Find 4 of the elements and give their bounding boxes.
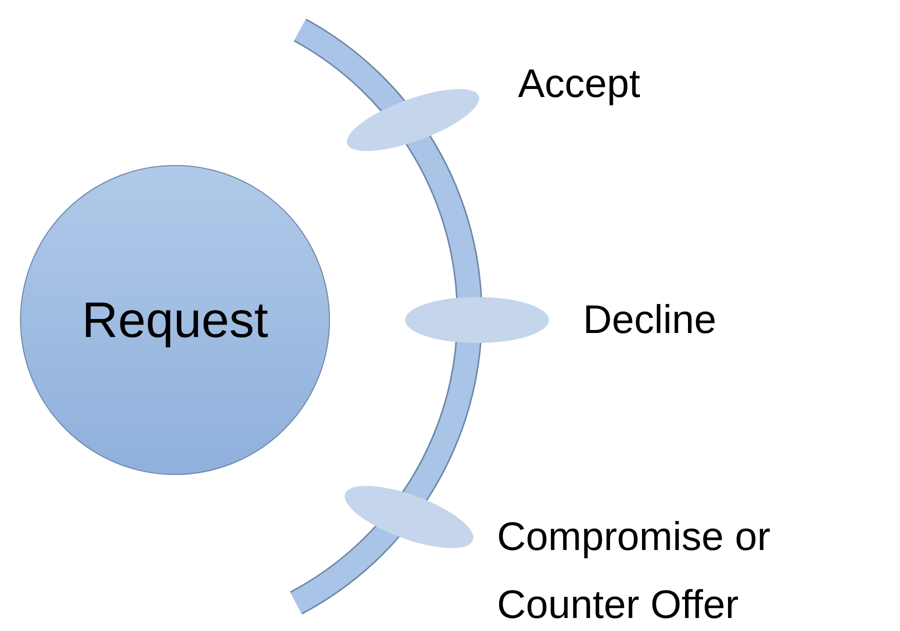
option-label: Compromise or Counter Offer: [497, 514, 772, 629]
option-label: Accept: [518, 61, 640, 108]
option-label: Decline: [583, 297, 716, 344]
circle-label: Request: [82, 291, 268, 349]
